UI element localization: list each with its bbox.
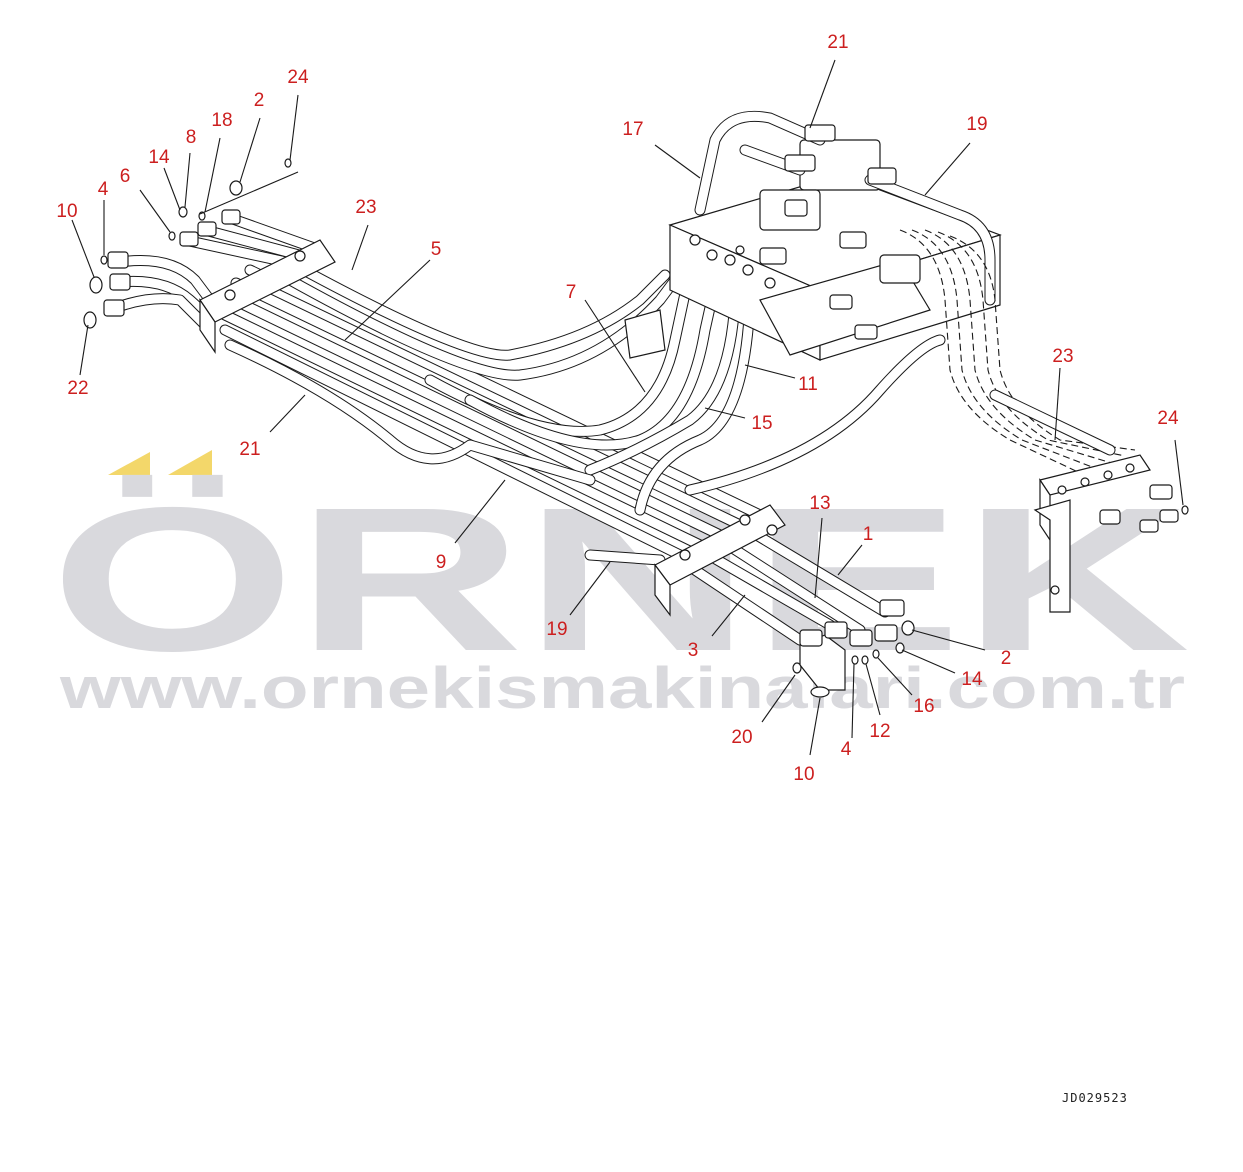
document-id: JD029523: [1062, 1091, 1128, 1105]
callout-18: 18: [211, 110, 232, 131]
callout-24-right: 24: [1157, 408, 1179, 429]
callout-22: 22: [67, 378, 88, 399]
callout-24-top: 24: [287, 67, 309, 88]
callout-13: 13: [809, 493, 830, 514]
leader-lines: [71, 59, 1184, 756]
pipe-bundle-main: [109, 212, 946, 646]
callout-3: 3: [688, 640, 699, 661]
upper-loop-pipes: [694, 110, 996, 306]
callout-20: 20: [731, 727, 752, 748]
callout-19-top: 19: [966, 114, 987, 135]
left-clamp-block: [199, 239, 336, 354]
valve-block: [624, 139, 1002, 361]
bottom-fittings: [792, 599, 915, 698]
callout-5: 5: [431, 239, 442, 260]
callout-16: 16: [913, 696, 934, 717]
callout-1: 1: [863, 524, 874, 545]
center-clamp-block: [654, 504, 786, 617]
watermark-website: www.ornekismakinalari.com.tr: [59, 656, 1185, 721]
callout-4-bottom: 4: [841, 739, 852, 760]
callout-10-bottom: 10: [793, 764, 814, 785]
callout-9: 9: [436, 552, 447, 573]
callout-8: 8: [186, 127, 197, 148]
callout-23-right: 23: [1052, 346, 1073, 367]
callout-19-bottom: 19: [546, 619, 567, 640]
callout-12: 12: [869, 721, 890, 742]
callout-6: 6: [120, 166, 131, 187]
callout-2-bottom: 2: [1001, 648, 1012, 669]
callout-labels: 21 17 19 24 2 18 8 14 4 6 10 23 5 22 7 1…: [56, 32, 1179, 785]
callout-14-bottom: 14: [961, 669, 983, 690]
callout-7: 7: [566, 282, 577, 303]
watermark-accent-right: [168, 450, 212, 475]
left-end-fittings: [83, 158, 299, 329]
callout-14-top: 14: [148, 147, 170, 168]
callout-21-left: 21: [239, 439, 260, 460]
right-dashed-pipes: [899, 229, 1136, 481]
callout-2-top: 2: [254, 90, 265, 111]
callout-15: 15: [751, 413, 772, 434]
callout-4-top: 4: [98, 179, 109, 200]
right-clamp-bracket: [1033, 454, 1189, 613]
callout-21-top: 21: [827, 32, 848, 53]
callout-17: 17: [622, 119, 643, 140]
watermark-accent-left: [108, 452, 150, 475]
callout-11: 11: [798, 374, 818, 395]
callout-10-top: 10: [56, 201, 77, 222]
callout-23-left: 23: [355, 197, 376, 218]
